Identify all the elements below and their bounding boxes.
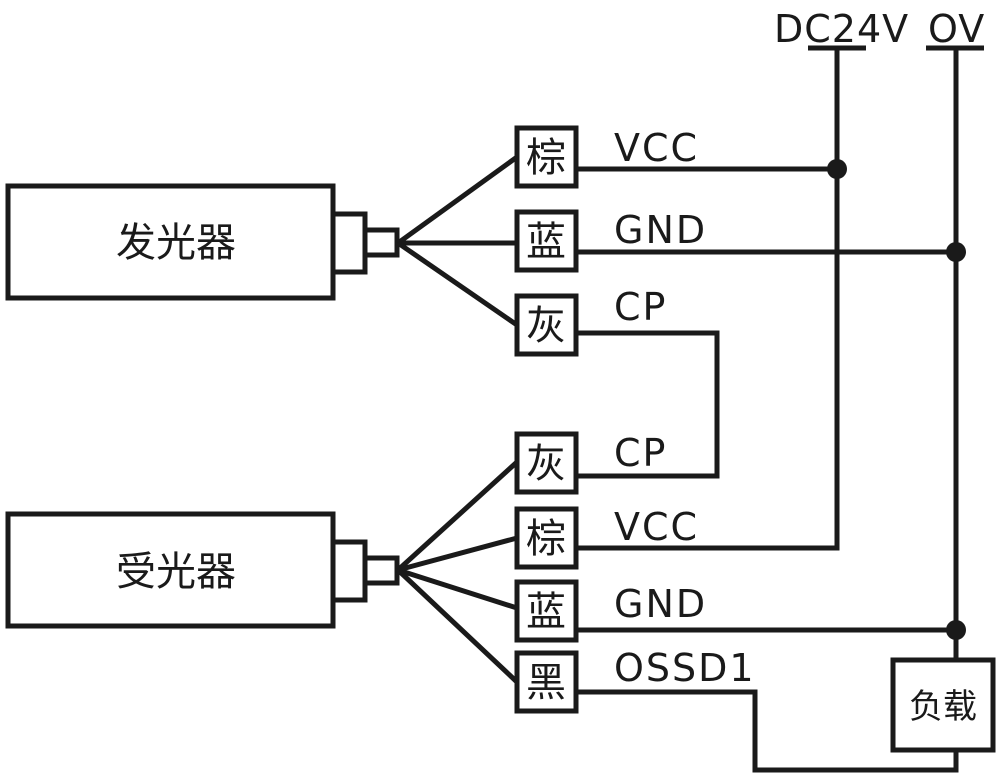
wire-color-label: 蓝 (526, 589, 566, 635)
wire-color-box (514, 579, 579, 643)
signal-label: GND (614, 208, 707, 252)
wire-color-box (514, 431, 579, 495)
emitter-label: 发光器 (116, 220, 236, 266)
emitter-plug (362, 227, 400, 258)
wire-color-box (514, 125, 579, 189)
receiver-plug (362, 555, 400, 586)
signal-label: CP (614, 285, 667, 329)
wire-color-box (514, 506, 579, 570)
receiver-fan-wire (397, 535, 518, 573)
wire-color-label: 灰 (526, 303, 566, 349)
wire-color-label: 棕 (526, 516, 566, 562)
junction-dot (827, 159, 847, 179)
receiver-fan-wire (396, 460, 519, 572)
wire-color-label: 黑 (526, 660, 566, 706)
emitter-box (5, 183, 336, 301)
dc24v-label: DC24V (774, 7, 909, 51)
wire-color-label: 蓝 (526, 219, 566, 265)
signal-label: VCC (614, 126, 699, 170)
wire-color-label: 棕 (526, 135, 566, 181)
signal-label: OSSD1 (614, 646, 756, 690)
ossd1-wire (576, 689, 959, 773)
emitter-fan-wire (396, 240, 519, 328)
wire-color-box (514, 293, 579, 357)
load-box (890, 657, 996, 753)
junction-dot (946, 620, 966, 640)
receiver-label: 受光器 (116, 549, 236, 595)
wire-color-label: 灰 (526, 441, 566, 487)
emitter-fan-wire (396, 154, 519, 246)
cp-link-wire (576, 330, 720, 479)
wire-color-box (514, 209, 579, 273)
receiver-fan-wire (397, 567, 518, 611)
receiver-vcc-wire (576, 540, 840, 551)
signal-label: CP (614, 431, 667, 475)
receiver-connector (330, 539, 368, 603)
wire-color-box (514, 650, 579, 714)
junction-dot (946, 242, 966, 262)
zero-v-label: OV (928, 7, 985, 51)
receiver-fan-wire (396, 568, 519, 684)
signal-label: VCC (614, 505, 699, 549)
signal-label: GND (614, 582, 707, 626)
emitter-connector (330, 211, 368, 275)
load-label: 负载 (909, 687, 977, 727)
